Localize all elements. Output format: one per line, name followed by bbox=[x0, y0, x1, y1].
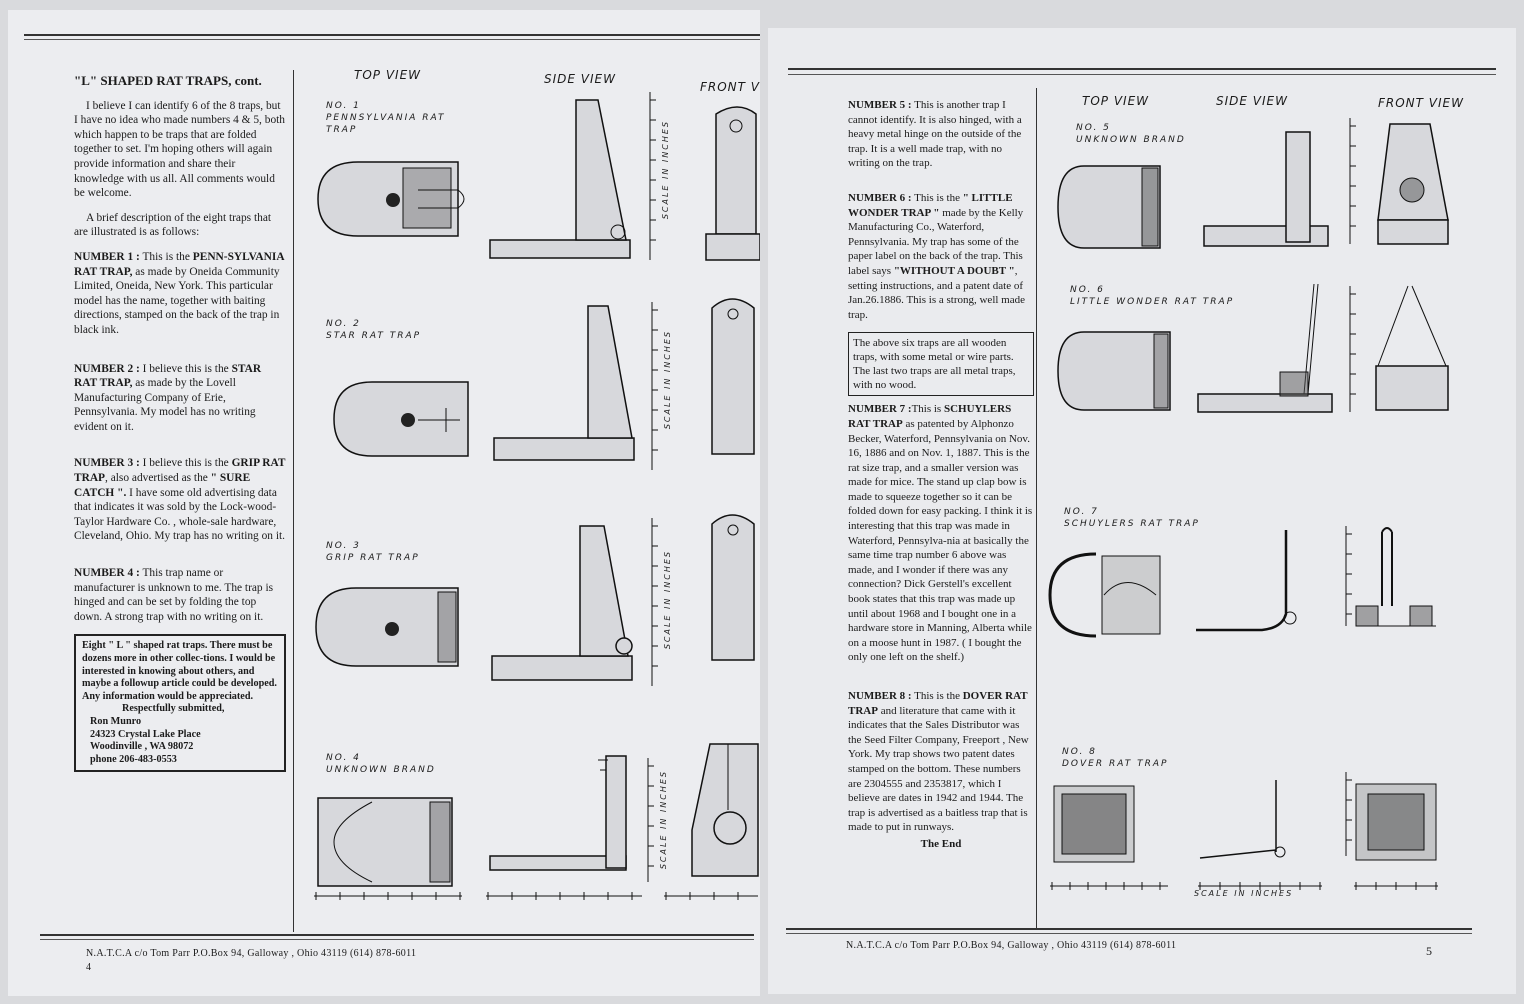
trap5-front-view bbox=[1377, 123, 1449, 245]
trap6-side-view bbox=[1197, 283, 1333, 413]
side-view-header: SIDE VIEW bbox=[544, 72, 616, 86]
column-divider bbox=[293, 70, 294, 932]
box-address-line1: 24323 Crystal Lake Place bbox=[90, 728, 201, 740]
footer-text: N.A.T.C.A c/o Tom Parr P.O.Box 94, Gallo… bbox=[846, 940, 1177, 951]
trap2-scale-label: SCALE IN INCHES bbox=[663, 330, 672, 430]
left-page: "L" SHAPED RAT TRAPS, cont. I believe I … bbox=[8, 10, 760, 996]
footer-text: N.A.T.C.A c/o Tom Parr P.O.Box 94, Gallo… bbox=[86, 948, 417, 959]
box-signoff: Respectfully submitted, bbox=[122, 703, 225, 715]
trap4-scale-label: SCALE IN INCHES bbox=[659, 770, 668, 870]
trap1-side-view bbox=[489, 99, 631, 259]
top-view-header: TOP VIEW bbox=[1082, 94, 1150, 108]
number7-paragraph: NUMBER 7 :This is SCHUYLERS RAT TRAP as … bbox=[848, 403, 1033, 664]
page-number: 5 bbox=[1426, 944, 1433, 958]
left-text-column: "L" SHAPED RAT TRAPS, cont. I believe I … bbox=[74, 73, 286, 773]
trap8-top-view bbox=[1053, 785, 1135, 863]
trap1-scale-label: SCALE IN INCHES bbox=[661, 120, 670, 220]
right-page: NUMBER 5 : This is another trap I cannot… bbox=[768, 28, 1516, 994]
number5-paragraph: NUMBER 5 : This is another trap I cannot… bbox=[848, 99, 1022, 170]
number6-paragraph: NUMBER 6 : This is the " LITTLE WONDER T… bbox=[848, 191, 1025, 321]
top-rule-thin bbox=[788, 74, 1496, 75]
front-view-header: FRONT VIEW bbox=[700, 80, 760, 94]
trap3-scale-label: SCALE IN INCHES bbox=[663, 550, 672, 650]
bottom-scale-row bbox=[1050, 882, 1438, 890]
trap6-top-view bbox=[1057, 331, 1171, 411]
brief-paragraph: A brief description of the eight traps t… bbox=[74, 211, 272, 239]
trap4-top-view bbox=[317, 797, 453, 887]
bottom-rule bbox=[40, 934, 754, 936]
trap8-side-view bbox=[1199, 780, 1286, 859]
number3-paragraph: NUMBER 3 : I believe this is the GRIP RA… bbox=[74, 457, 286, 543]
the-end: The End bbox=[920, 837, 962, 850]
article-heading: "L" SHAPED RAT TRAPS, cont. bbox=[74, 73, 262, 88]
trap8-front-view bbox=[1355, 783, 1437, 861]
trap6-front-view bbox=[1375, 285, 1449, 411]
wooden-traps-box: The above six traps are all wooden traps… bbox=[848, 332, 1034, 397]
number4-paragraph: NUMBER 4 : This trap name or manufacture… bbox=[74, 567, 274, 623]
scale-caption: SCALE IN INCHES bbox=[1194, 889, 1294, 898]
top-rule-thin bbox=[24, 39, 760, 40]
trap3-top-view bbox=[315, 587, 459, 667]
bottom-rule-thin bbox=[40, 939, 754, 940]
trap7-scale bbox=[1345, 526, 1352, 626]
trap3-front-view bbox=[711, 514, 755, 661]
top-view-header: TOP VIEW bbox=[354, 68, 422, 82]
trap5-top-view bbox=[1057, 165, 1161, 249]
top-rule bbox=[24, 34, 760, 36]
trap4-scale bbox=[647, 758, 654, 882]
trap2-front-view bbox=[711, 298, 755, 455]
trap2-top-view bbox=[333, 381, 469, 457]
submission-box: Eight " L " shaped rat traps. There must… bbox=[74, 634, 286, 773]
number2-paragraph: NUMBER 2 : I believe this is the STAR RA… bbox=[74, 362, 262, 433]
trap5-scale bbox=[1349, 118, 1356, 244]
right-text-column: NUMBER 5 : This is another trap I cannot… bbox=[848, 98, 1034, 852]
column-divider bbox=[1036, 88, 1037, 930]
box-text: Eight " L " shaped rat traps. There must… bbox=[82, 640, 277, 702]
page-number: 4 bbox=[86, 962, 92, 973]
bottom-rule-thin bbox=[786, 933, 1472, 934]
trap5-side-view bbox=[1203, 131, 1329, 247]
front-view-header: FRONT VIEW bbox=[1378, 96, 1465, 110]
trap7-top-view bbox=[1048, 552, 1161, 638]
bottom-rule bbox=[786, 928, 1472, 930]
intro-paragraph: I believe I can identify 6 of the 8 trap… bbox=[74, 99, 285, 200]
trap1-front-view bbox=[705, 106, 760, 261]
trap7-front-view bbox=[1355, 527, 1436, 627]
trap3-scale bbox=[651, 518, 658, 686]
trap3-side-view bbox=[491, 525, 633, 681]
box-address-line2: Woodinville , WA 98072 bbox=[90, 741, 194, 753]
trap4-side-view bbox=[489, 755, 627, 871]
side-view-header: SIDE VIEW bbox=[1216, 94, 1288, 108]
number8-paragraph: NUMBER 8 : This is the DOVER RAT TRAP an… bbox=[848, 690, 1029, 834]
box-phone: phone 206-483-0553 bbox=[90, 753, 177, 765]
trap2-scale bbox=[651, 302, 658, 470]
trap6-scale bbox=[1349, 286, 1356, 412]
trap1-top-view bbox=[317, 161, 465, 237]
bottom-scale-row bbox=[314, 892, 758, 900]
top-rule bbox=[788, 68, 1496, 70]
trap4-front-view bbox=[691, 743, 759, 877]
trap7-side-view bbox=[1196, 530, 1297, 632]
trap2-side-view bbox=[493, 305, 635, 461]
box-author: Ron Munro bbox=[90, 715, 142, 727]
trap8-scale bbox=[1345, 772, 1352, 856]
number1-paragraph: NUMBER 1 : This is the PENN-SYLVANIA RAT… bbox=[74, 250, 284, 336]
trap1-scale bbox=[649, 92, 656, 260]
